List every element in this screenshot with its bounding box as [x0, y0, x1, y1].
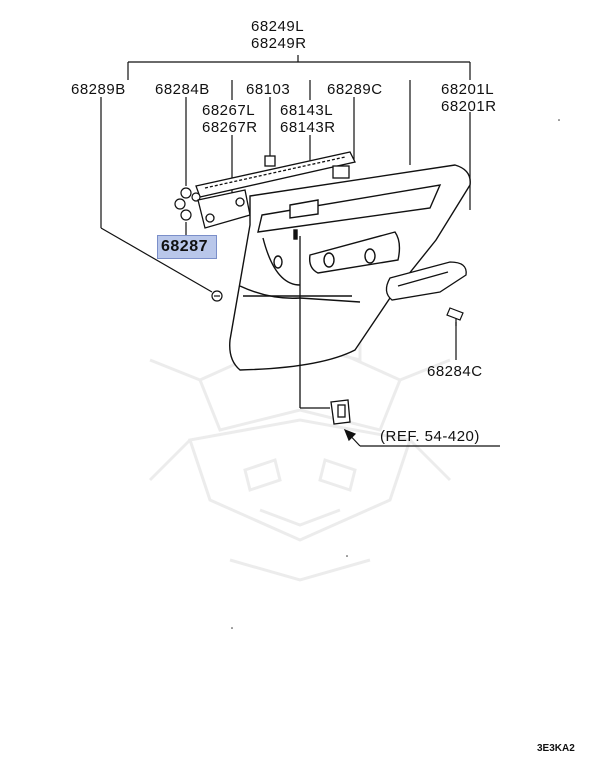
label-68143r: 68143R [280, 119, 336, 136]
label-68267r: 68267R [202, 119, 258, 136]
label-68201l: 68201L [441, 81, 495, 98]
label-ref: (REF. 54-420) [380, 428, 480, 445]
label-68289b: 68289B [71, 81, 126, 98]
power-window-switch [299, 236, 351, 425]
label-68289c: 68289C [327, 81, 383, 98]
armrest-pad [385, 261, 467, 301]
clip-group [174, 187, 201, 221]
label-68103: 68103 [246, 81, 291, 98]
label-68201r: 68201R [441, 98, 497, 115]
screw-68284c [446, 307, 464, 326]
door-trim-panel [229, 164, 471, 371]
highlight-68287 [157, 235, 217, 259]
label-68287[interactable]: 68287 [161, 238, 208, 255]
label-68249r: 68249R [251, 35, 307, 52]
diagram-code: 3E3KA2 [537, 743, 575, 754]
screw-68289b [211, 290, 223, 302]
trim-bracket [197, 189, 251, 229]
label-68249l: 68249L [251, 18, 305, 35]
label-68267l: 68267L [202, 102, 256, 119]
label-68284b: 68284B [155, 81, 210, 98]
label-68143l: 68143L [280, 102, 334, 119]
label-68284c: 68284C [427, 363, 483, 380]
